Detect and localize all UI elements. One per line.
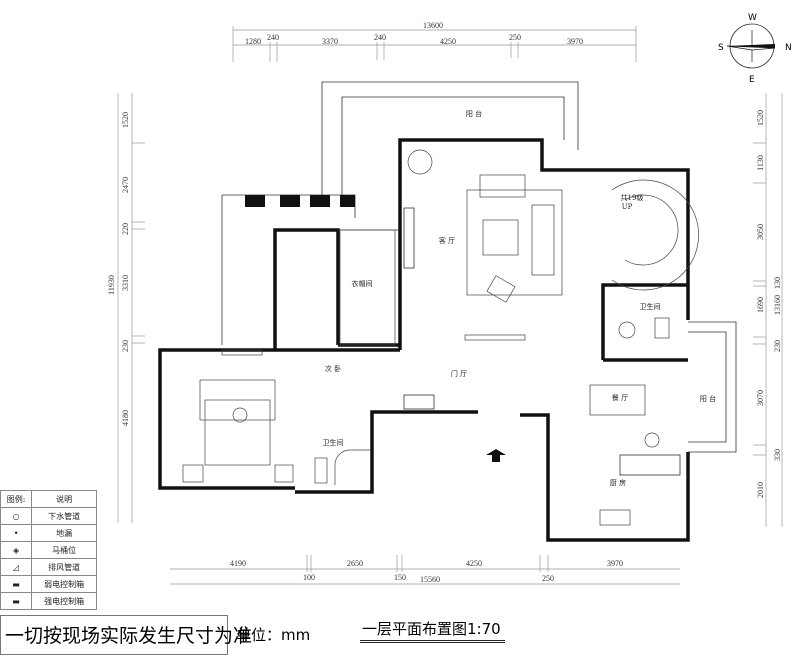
legend-label: 下水管道 [31,507,97,525]
room-bathroom-left: 卫生间 [323,438,344,447]
walls [158,138,690,542]
dim-right: 1130 [756,155,765,171]
dim-left: 3310 [121,275,130,291]
legend-table: 图例:说明 ○下水管道 •地漏 ◈马桶位 ◿排风管道 ▬弱电控制箱 ▬强电控制箱 [0,490,97,610]
dim-bottom-second: 100 [303,573,315,582]
bottom-dimensions: 4190 2650 4250 250 3970 100 150 15560 [170,555,680,585]
legend-header: 说明 [31,490,97,508]
room-dining: 餐 厅 [612,393,628,402]
balcony-outline [321,81,737,453]
dim-left: 1520 [121,112,130,128]
dim-top: 3970 [567,37,583,46]
sofa-icon [531,204,555,276]
legend-label: 强电控制箱 [31,592,97,610]
legend-label: 弱电控制箱 [31,575,97,593]
dim-right-outer: 330 [773,449,782,461]
room-bathroom-right: 卫生间 [640,302,661,311]
room-balcony-right: 阳 台 [700,394,716,403]
dim-left-total: 11930 [107,275,116,295]
dining-table-icon [589,384,646,416]
toilet-icon [654,317,670,339]
left-dimensions: 1520 2470 220 3310 230 4180 11930 [107,93,145,523]
right-dimensions: 1520 1130 3050 1690 230 3070 2010 130 33… [753,93,783,527]
dim-top: 250 [509,33,521,42]
top-dimensions: 13600 1280 240 3370 240 4250 250 3970 [232,21,637,62]
dim-left: 220 [121,223,130,235]
dim-right: 1690 [756,297,765,313]
dim-top: 240 [267,33,279,42]
dim-bottom-second: 150 [394,573,406,582]
unit-label: 单位：mm [236,626,311,644]
dim-right-outer: 130 [773,277,782,289]
dim-right: 2010 [756,482,765,498]
legend-label: 排风管道 [31,558,97,576]
dim-left: 2470 [121,177,130,193]
dim-left: 4180 [121,410,130,426]
dim-bottom: 4190 [230,559,246,568]
entrance-arrow-icon [486,449,506,462]
spiral-stair-icon [611,179,699,291]
dim-bottom: 4250 [466,559,482,568]
dim-top: 240 [374,33,386,42]
dim-bottom-total: 15560 [420,575,440,584]
dim-top: 4250 [440,37,456,46]
dim-right: 230 [773,340,782,352]
bed-icon [204,399,271,466]
sofa-icon [479,174,526,198]
dim-top: 1280 [245,37,261,46]
site-dimension-note: 一切按现场实际发生尺寸为准 [0,615,252,655]
compass-w: W [748,13,757,23]
dim-bottom: 2650 [347,559,363,568]
room-cloakroom: 衣帽间 [352,279,373,288]
compass-icon: S N W E [718,13,792,85]
strong-current-box-icon: ▬ [0,592,33,610]
furniture [182,149,699,526]
room-second-bedroom: 次 卧 [325,364,341,373]
room-kitchen: 厨 房 [610,478,626,487]
dim-top-total: 13600 [423,21,443,30]
tv-cabinet-icon [464,334,526,341]
room-foyer: 门 厅 [451,369,467,378]
dim-bottom: 250 [542,574,554,583]
legend-header: 图例: [0,490,33,508]
room-living: 客 厅 [439,236,455,245]
toilet-position-icon: ◈ [0,541,33,559]
floor-drain-icon: • [0,524,33,542]
dim-top: 3370 [322,37,338,46]
legend-label: 马桶位 [31,541,97,559]
dim-bottom: 3970 [607,559,623,568]
compass-n: N [785,43,792,53]
compass-s: S [718,43,724,53]
room-balcony-top: 阳 台 [466,109,482,118]
weak-current-box-icon: ▬ [0,575,33,593]
coffee-table-icon [482,219,519,256]
stairs-up-label: UP [622,203,633,211]
dim-right: 3070 [756,390,765,406]
toilet-icon [314,457,328,484]
compass-e: E [749,75,755,85]
dim-left: 230 [121,340,130,352]
dim-right: 3050 [756,224,765,240]
stove-icon [599,509,631,526]
drain-pipe-icon: ○ [0,507,33,525]
legend-label: 地漏 [31,524,97,542]
exhaust-duct-icon: ◿ [0,558,33,576]
plan-title: 一层平面布置图1:70 [360,618,505,643]
dim-right: 1520 [756,110,765,126]
dim-right-total: 13160 [773,295,782,315]
stairs-label: 共19级 [621,193,644,202]
plant-icon [407,149,433,175]
